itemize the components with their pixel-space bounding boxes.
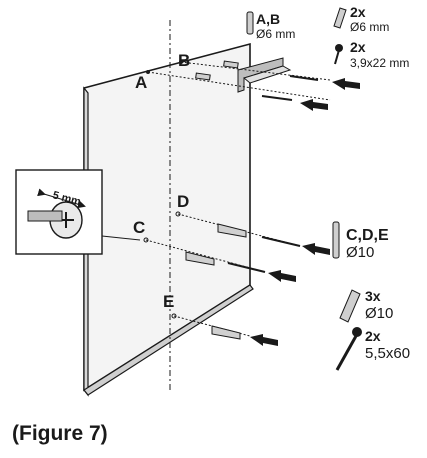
plug-icon-cde-3x bbox=[339, 289, 361, 323]
screw-icon-ab bbox=[334, 44, 343, 65]
hw-ab2-size: Ø6 mm bbox=[350, 20, 389, 34]
hw-cde-size: Ø10 bbox=[346, 244, 374, 261]
long-screw-c bbox=[227, 262, 266, 273]
hw-cde3-qty: 3x bbox=[365, 288, 381, 304]
drill-point-e bbox=[171, 313, 177, 319]
plug-icon-ab bbox=[246, 11, 254, 35]
point-label-d: D bbox=[177, 192, 189, 211]
hw-cde-ids: C,D,E bbox=[346, 227, 389, 244]
long-screw-d bbox=[261, 236, 301, 247]
top-screw-paths bbox=[147, 60, 331, 101]
screw-shaft-upper bbox=[289, 75, 319, 81]
wall-bracket bbox=[237, 57, 292, 93]
hw-cdescrew-qty: 2x bbox=[365, 328, 381, 344]
plug-icon-ab-2x bbox=[333, 7, 347, 29]
inset-detail: 5 mm bbox=[15, 169, 141, 255]
screw-icon-cde bbox=[335, 327, 362, 371]
hw-ab-ids: A,B bbox=[256, 11, 280, 27]
panel-board bbox=[83, 42, 254, 397]
hw-cde3-size: Ø10 bbox=[365, 305, 393, 322]
arrow-upper bbox=[332, 78, 360, 90]
point-label-a: A bbox=[135, 73, 147, 92]
plug-icon-cde bbox=[332, 221, 340, 259]
hw-abscrew-qty: 2x bbox=[350, 39, 366, 55]
small-plug-a bbox=[195, 72, 211, 81]
top-arrows bbox=[300, 78, 360, 111]
small-plug-b bbox=[223, 60, 239, 69]
hw-abscrew-size: 3,9x22 mm bbox=[350, 56, 409, 70]
screw-shaft-lower bbox=[261, 95, 293, 101]
hw-cdescrew-size: 5,5x60 bbox=[365, 345, 410, 362]
point-label-b: B bbox=[178, 51, 190, 70]
middle-fixings bbox=[145, 213, 301, 340]
arrow-d bbox=[302, 243, 330, 255]
figure-caption: (Figure 7) bbox=[12, 422, 108, 445]
wall-plug-c bbox=[185, 251, 215, 266]
wall-plug-e bbox=[211, 325, 241, 340]
drill-point-d bbox=[175, 211, 181, 217]
wall-plug-d bbox=[217, 223, 247, 238]
point-label-c: C bbox=[133, 218, 145, 237]
hw-ab-size: Ø6 mm bbox=[256, 27, 295, 41]
point-label-e: E bbox=[163, 292, 174, 311]
middle-arrows bbox=[250, 243, 330, 346]
arrow-c bbox=[268, 270, 296, 282]
drill-point-c bbox=[143, 237, 149, 243]
arrow-lower bbox=[300, 99, 328, 111]
hw-ab2-qty: 2x bbox=[350, 4, 366, 20]
arrow-e bbox=[250, 334, 278, 346]
